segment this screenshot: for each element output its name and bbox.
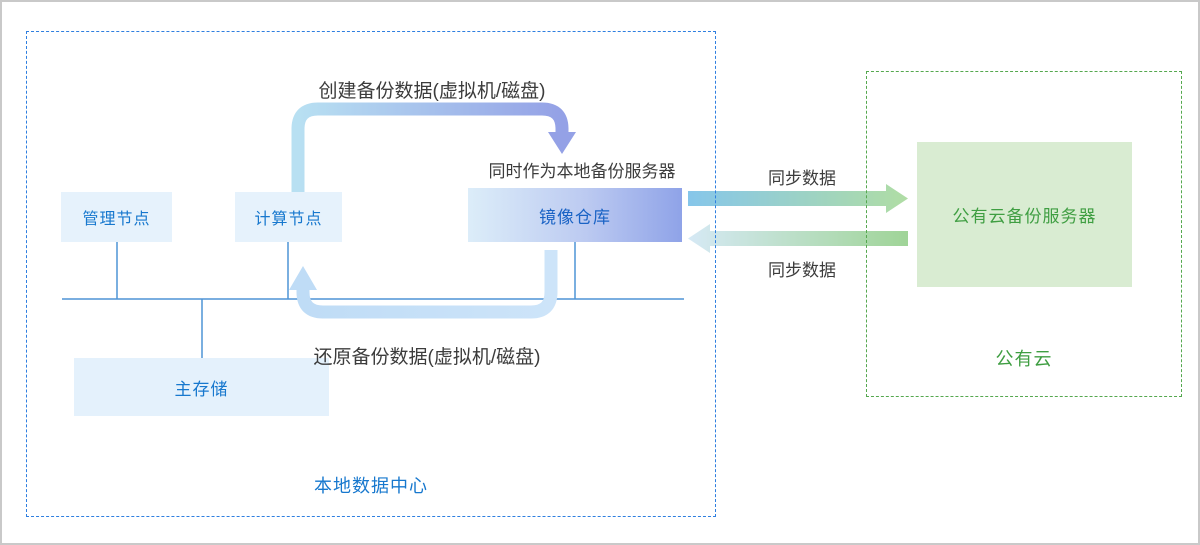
local-datacenter-region — [26, 31, 716, 517]
compute-node: 计算节点 — [235, 192, 342, 242]
create-backup-flow-label: 创建备份数据(虚拟机/磁盘) — [318, 81, 546, 102]
restore-backup-flow-label: 还原备份数据(虚拟机/磁盘) — [313, 347, 541, 368]
image-registry-node: 镜像仓库 — [468, 188, 682, 242]
cloud-backup-server-node: 公有云备份服务器 — [917, 142, 1132, 287]
registry-note: 同时作为本地备份服务器 — [488, 162, 676, 181]
cloud-backup-server-label: 公有云备份服务器 — [952, 207, 1097, 226]
sync-download-label: 同步数据 — [768, 261, 836, 280]
compute-node-label: 计算节点 — [254, 211, 323, 228]
local-datacenter-label: 本地数据中心 — [314, 476, 428, 496]
management-node-label: 管理节点 — [82, 211, 151, 228]
image-registry-label: 镜像仓库 — [539, 207, 611, 227]
primary-storage-label: 主存储 — [174, 379, 229, 399]
sync-upload-label: 同步数据 — [768, 169, 836, 188]
public-cloud-region — [866, 71, 1182, 397]
primary-storage-node: 主存储 — [74, 358, 329, 416]
management-node: 管理节点 — [61, 192, 172, 242]
public-cloud-label: 公有云 — [995, 349, 1053, 369]
